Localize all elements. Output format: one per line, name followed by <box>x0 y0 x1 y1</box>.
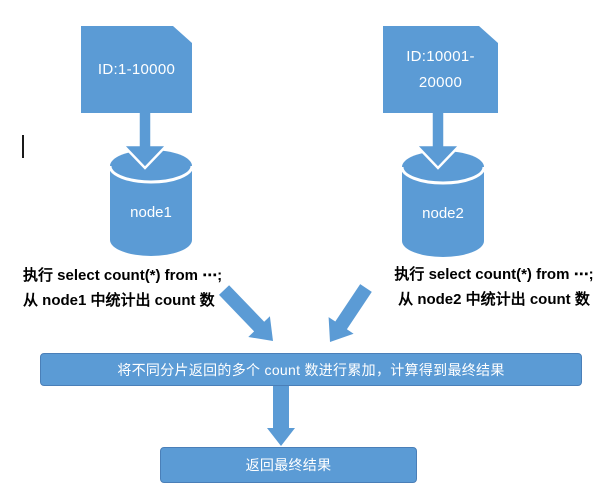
return-result-box: 返回最终结果 <box>160 447 417 483</box>
node2-note-line1: 执行 select count(*) from ⋯; <box>394 266 594 283</box>
node2-note-line2: 从 node2 中统计出 count 数 <box>398 291 590 308</box>
return-result-label: 返回最终结果 <box>245 457 332 473</box>
merge-counts-label: 将不同分片返回的多个 count 数进行累加，计算得到最终结果 <box>117 361 505 378</box>
node1-database-cylinder: node1 <box>108 150 194 256</box>
shard1-id-range-document: ID:1-10000 <box>81 26 192 113</box>
down-arrow-icon-doc2-to-node2 <box>413 106 463 170</box>
down-arrow-icon-doc1-to-node1 <box>120 106 170 170</box>
shard2-id-range-document: ID:10001- 20000 <box>383 26 498 113</box>
shard2-id-range-label-line2: 20000 <box>418 73 463 91</box>
node2-label: node2 <box>422 205 464 222</box>
node2-database-cylinder: node2 <box>400 151 486 257</box>
node1-note-line1: 执行 select count(*) from ⋯; <box>23 267 223 284</box>
node2-execution-note: 执行 select count(*) from ⋯; 从 node2 中统计出 … <box>383 262 605 312</box>
node1-note-line2: 从 node1 中统计出 count 数 <box>23 292 215 309</box>
shard2-id-range-label-line1: ID:10001- <box>406 47 475 65</box>
text-caret-mark <box>22 135 24 158</box>
merge-counts-box: 将不同分片返回的多个 count 数进行累加，计算得到最终结果 <box>40 353 582 386</box>
database-cylinder-icon <box>108 150 194 256</box>
shard1-id-range-label: ID:1-10000 <box>97 60 176 78</box>
node1-label: node1 <box>130 204 172 221</box>
node1-execution-note: 执行 select count(*) from ⋯; 从 node1 中统计出 … <box>23 263 222 313</box>
diagonal-down-right-arrow-icon-node1-to-merge <box>219 285 273 341</box>
database-cylinder-icon <box>400 151 486 257</box>
down-arrow-icon-merge-to-result <box>267 386 295 446</box>
diagonal-down-left-arrow-icon-node2-to-merge <box>328 284 372 342</box>
